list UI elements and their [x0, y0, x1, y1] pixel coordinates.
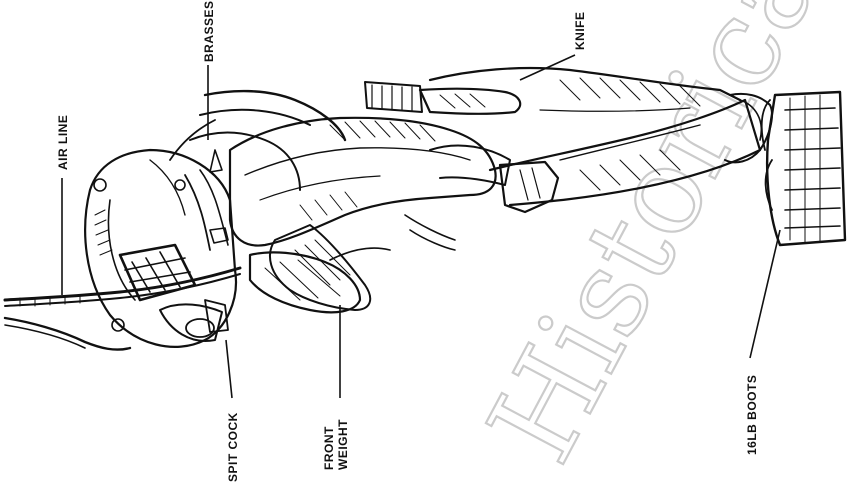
knife [365, 82, 520, 114]
leader-boots [750, 230, 780, 358]
helmet [85, 150, 236, 347]
label-front-weight-2: WEIGHT [336, 419, 350, 470]
svg-text:FRONT: FRONT [322, 426, 336, 470]
leader-spit-cock [226, 340, 232, 398]
svg-text:16LB BOOTS: 16LB BOOTS [745, 375, 759, 455]
spit-cock-valve [205, 300, 228, 332]
label-boots: 16LB BOOTS [745, 375, 759, 455]
svg-text:BRASSES: BRASSES [202, 0, 216, 62]
svg-text:WEIGHT: WEIGHT [336, 419, 350, 470]
label-knife: KNIFE [573, 12, 587, 51]
label-front-weight: FRONT [322, 426, 336, 470]
watermark: Historical Society [463, 0, 847, 484]
svg-text:Historical Society: Historical Society [463, 0, 847, 484]
svg-text:AIR LINE: AIR LINE [56, 115, 70, 170]
label-brasses: BRASSES [202, 0, 216, 62]
svg-text:KNIFE: KNIFE [573, 12, 587, 51]
svg-text:SPIT COCK: SPIT COCK [226, 412, 240, 482]
label-air-line: AIR LINE [56, 115, 70, 170]
label-spit-cock: SPIT COCK [226, 412, 240, 482]
